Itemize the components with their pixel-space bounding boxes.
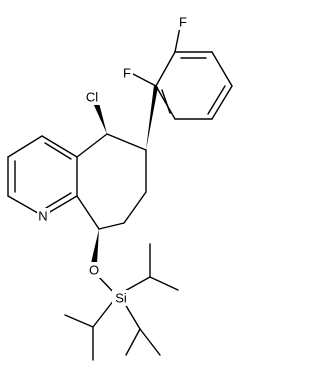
wedge-bond-cl <box>93 103 107 134</box>
bond <box>76 195 100 230</box>
double-bond-line <box>44 142 72 160</box>
fluorine-label-1: F <box>179 15 187 30</box>
bond <box>124 303 141 330</box>
molecule-structure: F F Cl N O Si <box>7 14 233 361</box>
cycloheptane-ring <box>76 133 147 230</box>
bond <box>125 328 141 356</box>
bond <box>106 133 147 151</box>
bond <box>132 73 157 87</box>
double-bond-line <box>207 85 226 115</box>
bond <box>92 299 115 328</box>
difluorophenyl-ring <box>132 21 233 120</box>
silicon-label: Si <box>115 291 127 306</box>
pyridine-ring <box>7 135 78 217</box>
oxygen-label: O <box>89 263 99 278</box>
bond <box>155 85 176 120</box>
structure-diagram: F F Cl N O Si <box>7 14 233 361</box>
bond <box>76 133 108 158</box>
bond <box>149 276 179 291</box>
bond <box>122 276 151 293</box>
chlorine-label: Cl <box>86 90 98 105</box>
wedge-bond-oxygen <box>91 229 99 264</box>
atom-labels: F F Cl N O Si <box>37 14 189 306</box>
fluorine-label-2: F <box>123 66 131 81</box>
bond <box>139 328 161 356</box>
bond <box>7 135 43 158</box>
double-bond-line <box>161 89 171 114</box>
bond <box>41 135 78 158</box>
wedge-bond-aryl <box>146 85 158 150</box>
bond <box>211 85 233 120</box>
bond <box>64 314 94 328</box>
bond <box>155 51 176 87</box>
bond <box>98 222 125 230</box>
bond <box>211 51 233 87</box>
nitrogen-label: N <box>38 209 47 224</box>
double-bond-line <box>45 192 72 209</box>
bond <box>123 191 147 224</box>
